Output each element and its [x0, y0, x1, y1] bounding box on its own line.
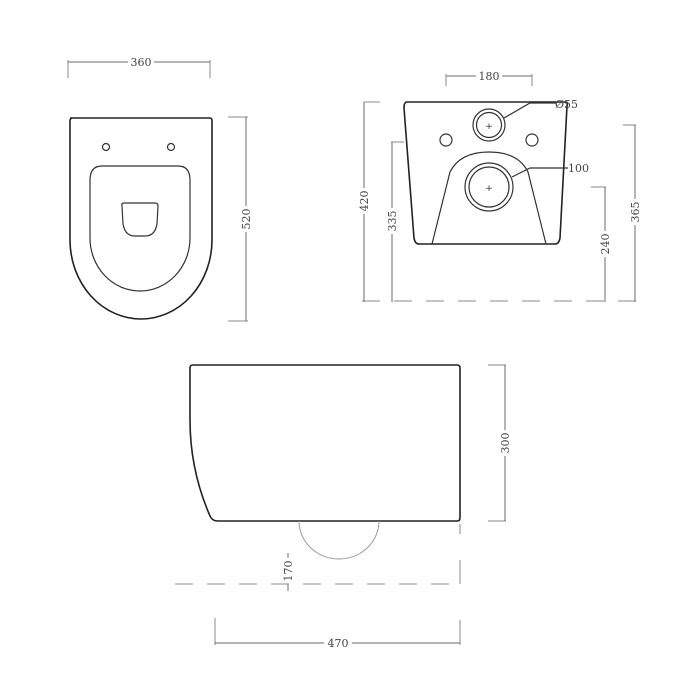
hinge-hole-left: [101, 142, 111, 152]
center-mark-lower: +: [485, 184, 493, 194]
dimension-height-335: 335: [386, 211, 399, 232]
pipe-lower-outer: [464, 162, 514, 212]
rear-view: 180 + + Ø55 100 420 335 240: [358, 69, 642, 302]
pan-outlet-ghost: [298, 520, 380, 560]
fixing-hole-right: [525, 133, 539, 147]
leader-lower: [511, 167, 568, 178]
rear-arch: [431, 151, 547, 245]
leader-upper: [503, 102, 556, 119]
seat-opening: [89, 165, 191, 292]
dimension-height-300: 300: [499, 433, 512, 454]
dimension-depth-470: 470: [328, 637, 349, 650]
flush-outlet: [121, 202, 159, 237]
hinge-hole-right: [166, 142, 176, 152]
label-pipe-100: 100: [568, 162, 589, 175]
label-diameter-55: Ø55: [555, 98, 578, 111]
pipe-upper-inner: [475, 111, 503, 139]
side-body-outline: [189, 364, 461, 522]
center-mark-upper: +: [485, 122, 493, 132]
fixing-hole-left: [439, 133, 453, 147]
dimension-width-360: 360: [131, 56, 152, 69]
pipe-lower-inner: [468, 166, 510, 208]
top-view: 360 520: [67, 55, 253, 322]
dimension-spacing-180: 180: [479, 70, 500, 83]
dimension-height-365: 365: [629, 202, 642, 223]
dimension-length-520: 520: [240, 209, 253, 230]
pipe-upper-outer: [472, 108, 506, 142]
bowl-outline: [69, 117, 213, 320]
dimension-height-420: 420: [358, 191, 371, 212]
dimension-gap-170: 170: [282, 561, 295, 582]
side-view: 300 170 470: [175, 364, 512, 650]
dimension-height-240: 240: [599, 234, 612, 255]
